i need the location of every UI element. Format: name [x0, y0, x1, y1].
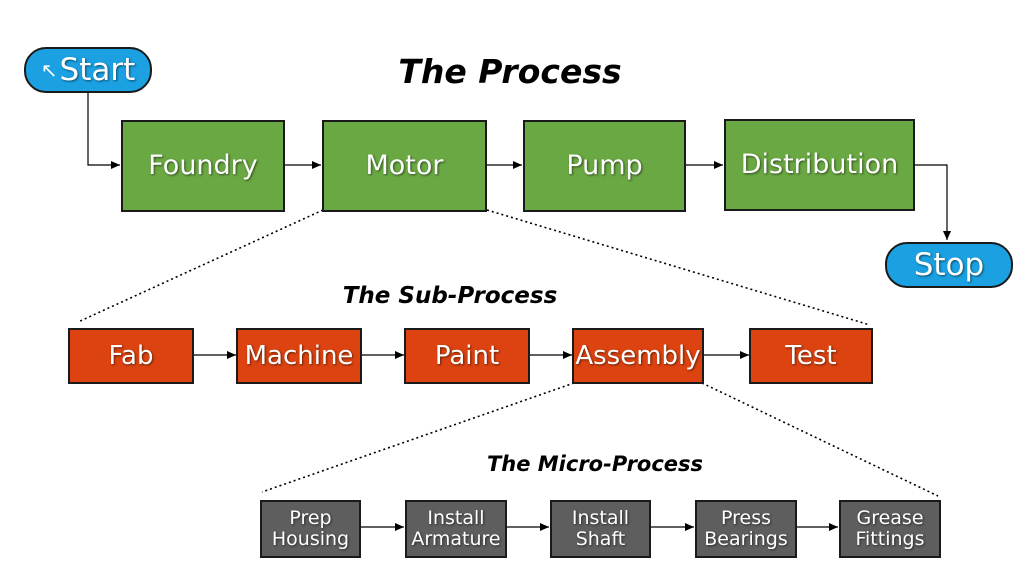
process-title: The Process [398, 52, 622, 91]
stop-terminal[interactable]: Stop [885, 242, 1013, 288]
zoom-line-right-2 [701, 382, 939, 497]
process-step-foundry[interactable]: Foundry [121, 120, 285, 212]
sub-step-paint[interactable]: Paint [404, 328, 530, 384]
sub-step-assembly[interactable]: Assembly [572, 328, 704, 384]
start-terminal[interactable]: ↖Start [24, 47, 152, 93]
sub-step-test[interactable]: Test [749, 328, 873, 384]
micro-step-grease-fittings[interactable]: Grease Fittings [839, 500, 941, 558]
sub-process-title: The Sub-Process [342, 283, 558, 309]
arrow-start-foundry [87, 90, 120, 169]
process-step-motor[interactable]: Motor [322, 120, 487, 212]
micro-step-install-armature[interactable]: Install Armature [405, 500, 507, 558]
sub-step-fab[interactable]: Fab [68, 328, 194, 384]
micro-step-install-shaft[interactable]: Install Shaft [550, 500, 651, 558]
micro-process-title: The Micro-Process [486, 452, 704, 476]
micro-step-press-bearings[interactable]: Press Bearings [695, 500, 797, 558]
sub-step-machine[interactable]: Machine [236, 328, 362, 384]
stop-label: Stop [913, 247, 985, 283]
zoom-line-left-2 [261, 382, 575, 493]
zoom-line-right [486, 209, 871, 326]
cursor-icon: ↖ [40, 58, 58, 82]
start-label: Start [59, 52, 136, 88]
process-step-pump[interactable]: Pump [523, 120, 686, 212]
process-step-distribution[interactable]: Distribution [724, 119, 915, 211]
zoom-line-left [77, 209, 324, 323]
micro-step-prep-housing[interactable]: Prep Housing [260, 500, 361, 558]
arrow-distribution-stop [915, 164, 951, 240]
